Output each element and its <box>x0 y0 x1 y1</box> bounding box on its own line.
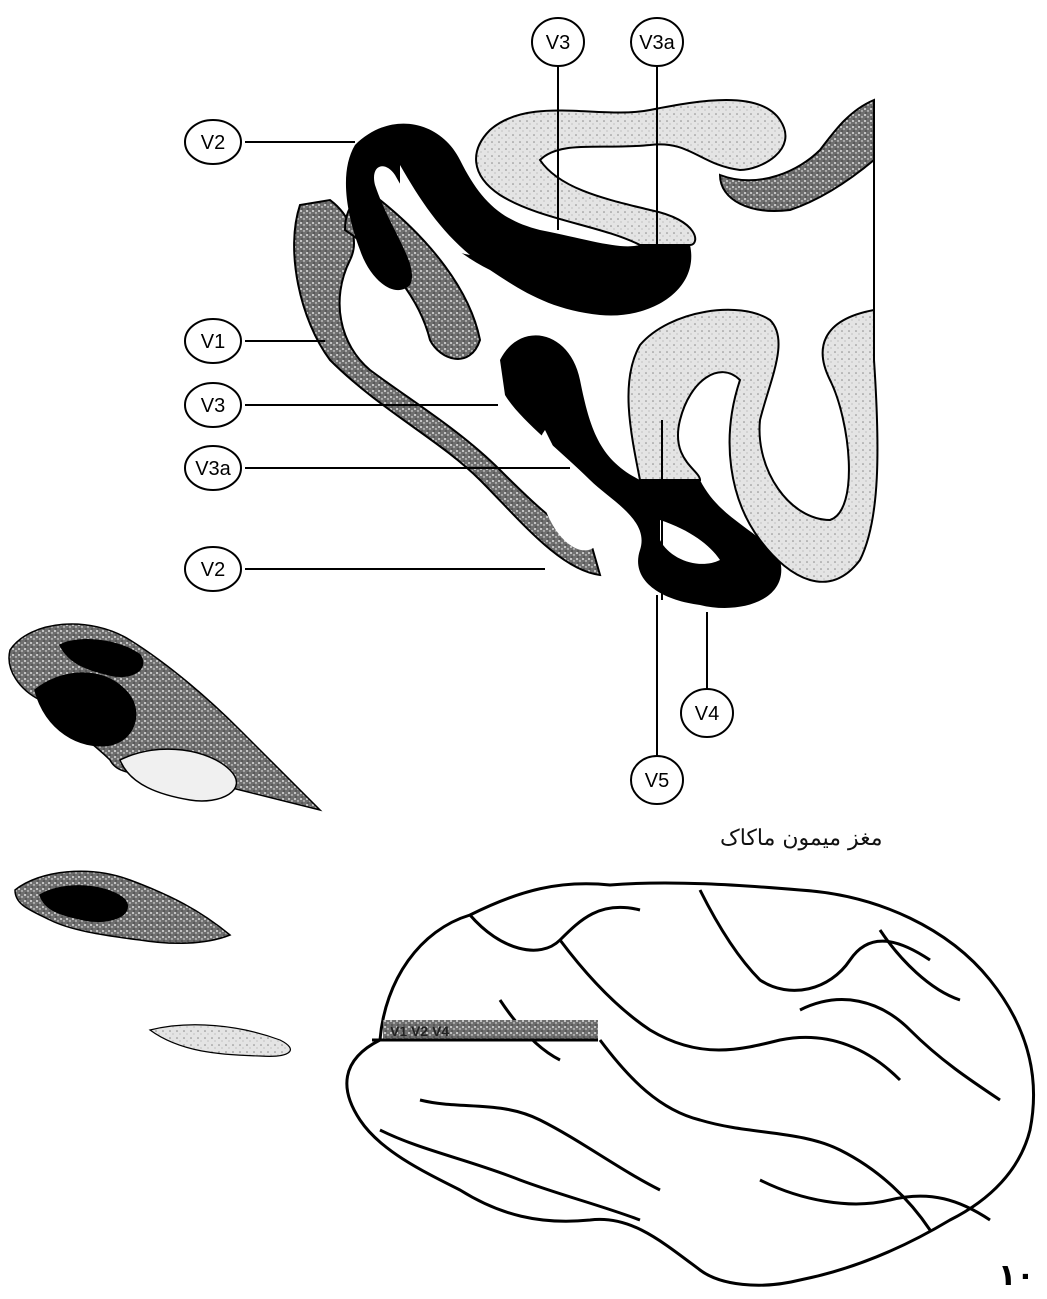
label-left-v2-upper: V2 <box>201 132 225 154</box>
label-left-v3a: V3a <box>195 458 231 480</box>
brain-strip-text: V1 V2 V4 <box>390 1023 449 1039</box>
small-slice-upper <box>9 624 320 810</box>
macaque-brain <box>347 883 1034 1285</box>
v3-upper-band <box>476 100 785 245</box>
label-bottom-v5: V5 <box>645 770 669 792</box>
page-number: ۱۰ <box>998 1258 1035 1293</box>
small-slice-lower <box>150 1025 290 1057</box>
figure-caption: مغز میمون ماکاک <box>720 826 1020 851</box>
label-top-v3: V3 <box>546 32 570 54</box>
small-slice-middle <box>15 871 230 943</box>
label-top-v3a: V3a <box>639 32 675 54</box>
label-bottom-v4: V4 <box>695 703 719 725</box>
label-left-v2-lower: V2 <box>201 559 225 581</box>
label-left-v3: V3 <box>201 395 225 417</box>
label-left-v1: V1 <box>201 331 225 353</box>
